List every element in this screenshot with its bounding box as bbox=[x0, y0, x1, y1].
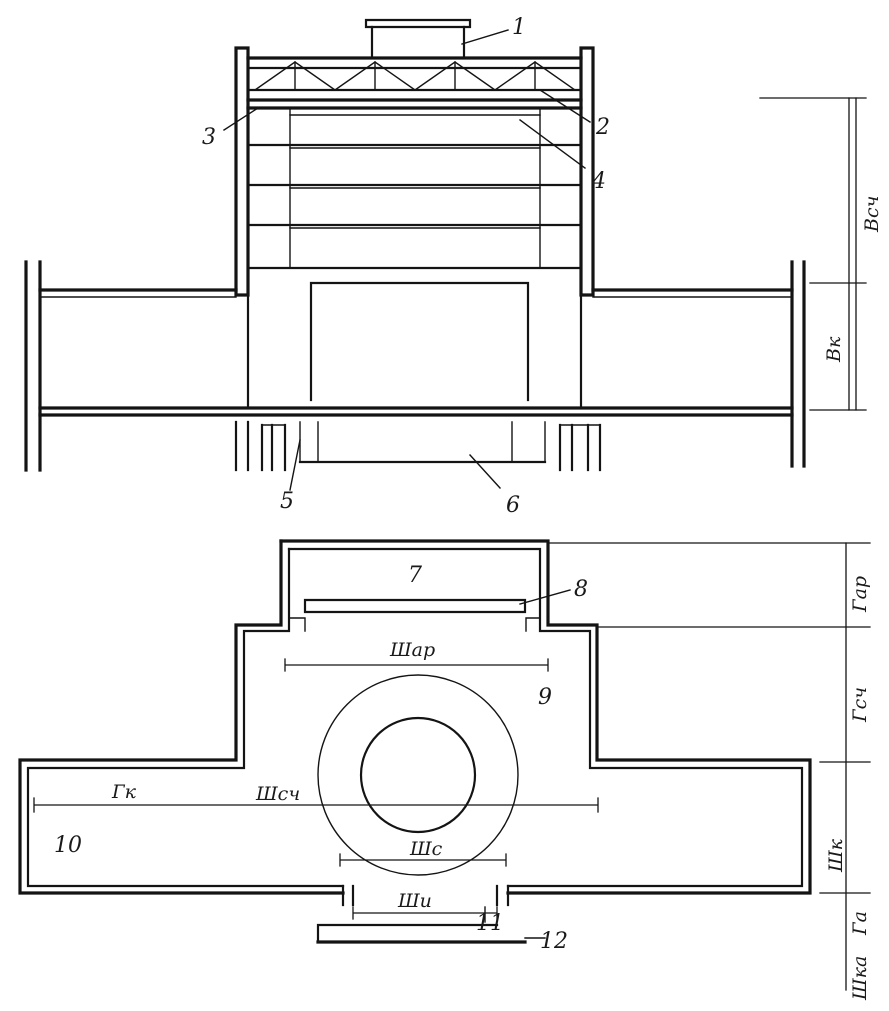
central-body bbox=[246, 266, 583, 410]
callout-4: 4 bbox=[591, 169, 606, 194]
side-walls bbox=[24, 260, 806, 472]
exhaust-fitting bbox=[364, 18, 472, 60]
dimension-shar: Шар bbox=[389, 639, 435, 661]
dimension-shs: Шс bbox=[409, 838, 443, 860]
elevation-dimensions bbox=[759, 97, 867, 411]
dimension-shsch: Шсч bbox=[255, 783, 300, 805]
callout-10: 10 bbox=[54, 833, 82, 858]
dimension-shka: Шка bbox=[849, 956, 871, 1001]
dimension-gk: Гк bbox=[111, 781, 137, 803]
dimension-shi: Ши bbox=[397, 890, 432, 912]
plan-right-dimensions bbox=[547, 542, 871, 991]
pit-area bbox=[234, 420, 602, 472]
rotor-circles bbox=[317, 674, 519, 876]
callout-1: 1 bbox=[512, 15, 526, 40]
leader-8 bbox=[519, 589, 571, 605]
elevation-leaders bbox=[223, 29, 591, 491]
side-columns bbox=[234, 46, 595, 297]
frame-stack bbox=[246, 106, 583, 270]
dimension-gar: Гар bbox=[849, 576, 871, 613]
callout-3: 3 bbox=[202, 125, 216, 150]
callout-2: 2 bbox=[595, 115, 610, 140]
plan-outline bbox=[18, 539, 812, 907]
dimension-ga: Га bbox=[849, 911, 871, 936]
callout-6: 6 bbox=[506, 493, 520, 518]
dimension-vsch: Всч bbox=[861, 196, 883, 233]
base-plate bbox=[316, 923, 527, 944]
bar-element bbox=[303, 598, 527, 614]
roof-truss bbox=[246, 56, 583, 102]
elevation-view: 1 2 3 4 5 6 Всч Вк bbox=[24, 15, 883, 518]
callout-8: 8 bbox=[574, 577, 588, 602]
plan-dimensions bbox=[33, 658, 599, 939]
dimension-gsch: Гсч bbox=[849, 687, 871, 723]
plan-view: 7 8 9 11 10 12 Шар Шсч Гк Шс Ши Гар Гсч … bbox=[18, 539, 871, 1001]
dimension-vk: Вк bbox=[823, 336, 845, 363]
callout-9: 9 bbox=[538, 685, 552, 710]
callout-12: 12 bbox=[540, 929, 568, 954]
callout-7: 7 bbox=[408, 563, 422, 588]
callout-5: 5 bbox=[280, 489, 294, 514]
dimension-shk: Шк bbox=[825, 838, 847, 873]
callout-11: 11 bbox=[476, 911, 504, 936]
